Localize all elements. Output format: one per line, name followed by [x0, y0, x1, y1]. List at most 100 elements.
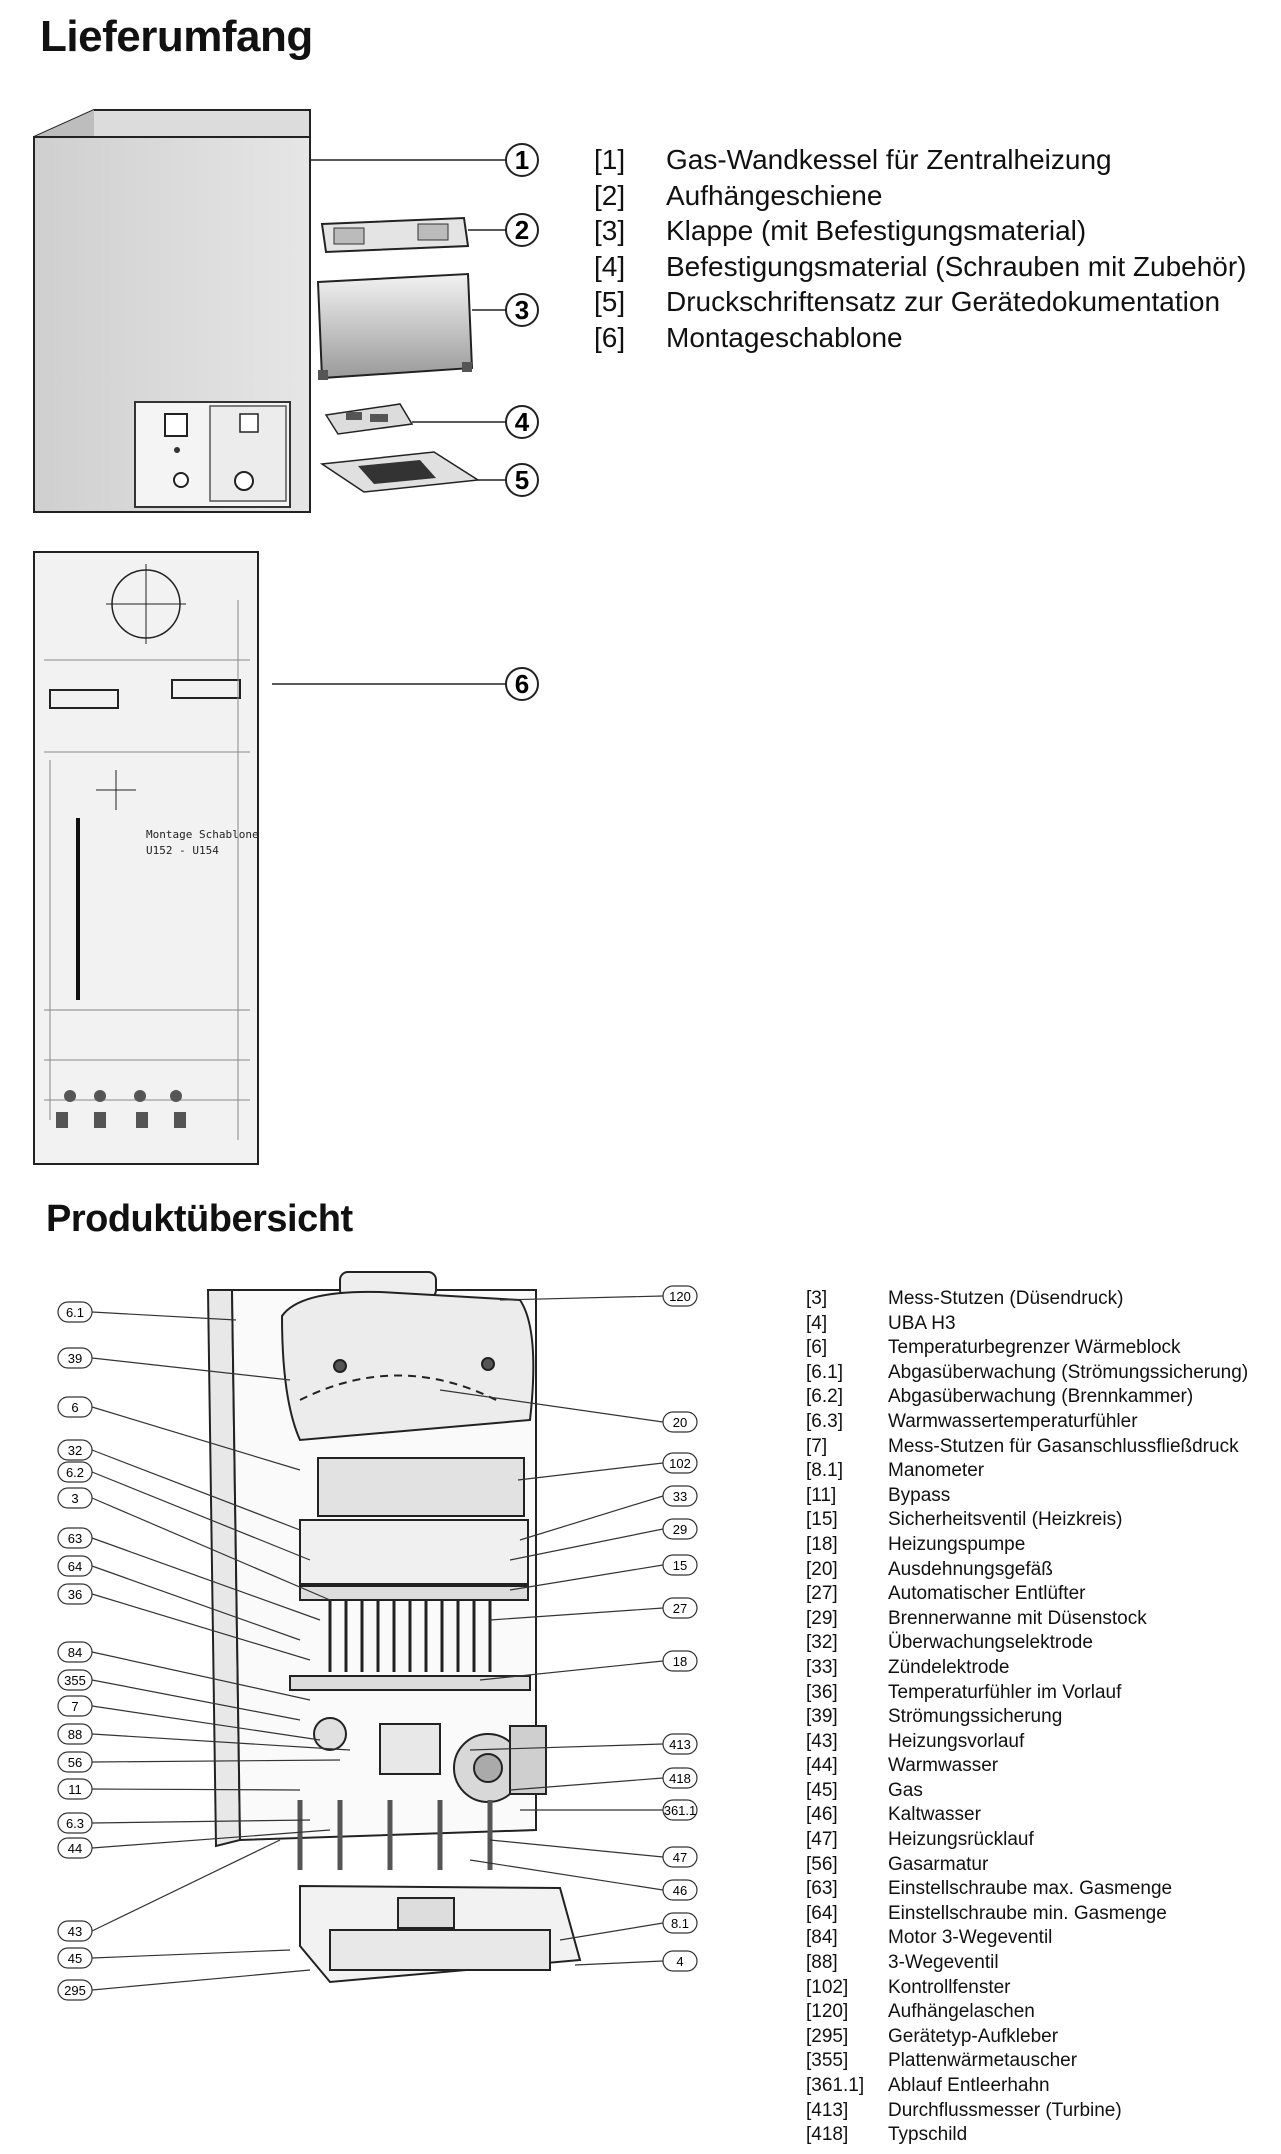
legend-item: [11]Bypass	[806, 1484, 1248, 1509]
overview-tag: 11	[57, 1778, 93, 1800]
overview-tag-label: 64	[68, 1559, 82, 1574]
scope-title: Lieferumfang	[40, 12, 313, 61]
overview-tag: 355	[57, 1669, 93, 1691]
overview-leader	[489, 1607, 664, 1621]
legend-item: [120]Aufhängelaschen	[806, 2000, 1248, 2025]
legend-item: [15]Sicherheitsventil (Heizkreis)	[806, 1508, 1248, 1533]
overview-tag-label: 39	[68, 1351, 82, 1366]
legend-item-number: [47]	[806, 1829, 838, 1851]
overview-tag: 295	[57, 1979, 93, 2001]
template-model: U152 - U154	[146, 844, 219, 857]
legend-item-text: Plattenwärmetauscher	[888, 2050, 1078, 2072]
overview-leader	[499, 1295, 664, 1301]
scope-item-text: Montageschablone	[666, 321, 903, 353]
overview-tag-label: 361.1	[664, 1803, 697, 1818]
overview-tag: 44	[57, 1837, 93, 1859]
overview-tag: 8.1	[662, 1912, 698, 1934]
overview-leader	[91, 1759, 341, 1763]
overview-title: Produktübersicht	[46, 1198, 353, 1240]
overview-tag-label: 355	[64, 1673, 86, 1688]
legend-item-text: Manometer	[888, 1460, 985, 1482]
legend-item: [43]Heizungsvorlauf	[806, 1730, 1248, 1755]
mounting-template-illustration: Montage Schablone U152 - U154	[33, 551, 259, 1165]
legend-item-number: [4]	[806, 1312, 828, 1334]
legend-item-number: [33]	[806, 1656, 838, 1678]
boiler-cutaway-illustration	[206, 1271, 582, 1984]
component-legend: [3] Mess-Stutzen (Düsendruck) [4] UBA H3 [6]…	[806, 1287, 1248, 2148]
overview-leader	[91, 1593, 311, 1661]
legend-item-text: Heizungspumpe	[888, 1533, 1026, 1555]
boiler-illustration	[33, 109, 311, 513]
legend-item-text: Einstellschraube min. Gasmenge	[888, 1902, 1167, 1924]
overview-leader	[91, 1679, 301, 1721]
legend-item: [20] Ausdehnungsgefäß	[806, 1558, 1248, 1583]
legend-item-number: [88]	[806, 1952, 838, 1974]
overview-leader	[559, 1922, 664, 1941]
legend-item-number: [120]	[806, 2001, 849, 2023]
overview-tag: 88	[57, 1723, 93, 1745]
scope-item: [2]Aufhängeschiene	[594, 178, 1247, 214]
legend-item-text: Warmwassertemperaturfühler	[888, 1410, 1138, 1432]
legend-item: [64] Einstellschraube min. Gasmenge	[806, 1902, 1248, 1927]
legend-item-number: [8.1]	[806, 1460, 843, 1482]
legend-item-text: Strömungssicherung	[888, 1706, 1063, 1728]
scope-callout-label: 1	[515, 145, 529, 175]
legend-item-number: [3]	[806, 1288, 828, 1309]
legend-item: [63]Einstellschraube max. Gasmenge	[806, 1877, 1248, 1902]
legend-item-text: Abgasüberwachung (Strömungssicherung)	[888, 1361, 1249, 1383]
overview-tag: 27	[662, 1597, 698, 1619]
overview-tag: 6.3	[57, 1812, 93, 1834]
overview-leader	[91, 1969, 311, 1991]
scope-callout: 2	[505, 213, 539, 247]
overview-tag-label: 46	[673, 1883, 687, 1898]
scope-item-number: [1]	[594, 144, 626, 175]
legend-item-number: [18]	[806, 1533, 838, 1555]
legend-item-number: [6.3]	[806, 1410, 843, 1432]
overview-tag: 20	[662, 1411, 698, 1433]
overview-tag: 120	[662, 1285, 698, 1307]
legend-item-number: [64]	[806, 1902, 838, 1924]
legend-item-number: [355]	[806, 2050, 849, 2072]
legend-item-number: [6.1]	[806, 1361, 843, 1383]
legend-item: [88]3-Wegeventil	[806, 1951, 1248, 1976]
overview-leader	[91, 1788, 301, 1791]
overview-leader	[91, 1537, 321, 1621]
legend-item-number: [6]	[806, 1337, 828, 1359]
scope-callout-label: 6	[515, 669, 529, 699]
legend-item-text: Ausdehnungsgefäß	[888, 1558, 1053, 1580]
overview-leader	[519, 1495, 664, 1541]
scope-callout-label: 4	[515, 407, 530, 437]
overview-tag-label: 120	[669, 1289, 691, 1304]
legend-item-number: [20]	[806, 1558, 838, 1580]
overview-tag: 6	[57, 1396, 93, 1418]
overview-tag-label: 7	[71, 1699, 78, 1714]
legend-item-text: Warmwasser	[888, 1755, 999, 1777]
legend-item-number: [11]	[806, 1484, 837, 1506]
legend-item-text: Gas	[888, 1779, 923, 1801]
legend-item-text: Mess-Stutzen (Düsendruck)	[888, 1288, 1124, 1309]
legend-item: [6.2]Abgasüberwachung (Brennkammer)	[806, 1385, 1248, 1410]
rail-illustration	[320, 216, 470, 254]
overview-tag: 45	[57, 1947, 93, 1969]
legend-item: [102]Kontrollfenster	[806, 1976, 1248, 2001]
legend-item-number: [36]	[806, 1681, 838, 1703]
legend-item: [84]Motor 3-Wegeventil	[806, 1926, 1248, 1951]
legend-item-number: [39]	[806, 1706, 838, 1728]
legend-item-text: UBA H3	[888, 1312, 956, 1334]
overview-leader	[91, 1651, 311, 1701]
overview-tag-label: 43	[68, 1924, 82, 1939]
legend-item: [33]Zündelektrode	[806, 1656, 1248, 1681]
legend-item-text: Durchflussmesser (Turbine)	[888, 2099, 1122, 2121]
overview-tag-label: 44	[68, 1841, 82, 1856]
overview-tag: 413	[662, 1733, 698, 1755]
legend-item-number: [413]	[806, 2099, 849, 2121]
scope-callout-label: 5	[515, 465, 529, 495]
scope-item: [5]Druckschriftensatz zur Gerätedokument…	[594, 284, 1247, 320]
legend-item-text: Mess-Stutzen für Gasanschlussfließdruck	[888, 1435, 1239, 1457]
legend-item: [3] Mess-Stutzen (Düsendruck)	[806, 1287, 1248, 1312]
legend-item: [32]Überwachungselektrode	[806, 1631, 1248, 1656]
overview-tag: 36	[57, 1583, 93, 1605]
scope-callout: 6	[505, 667, 539, 701]
overview-tag: 63	[57, 1527, 93, 1549]
scope-callout: 3	[505, 293, 539, 327]
